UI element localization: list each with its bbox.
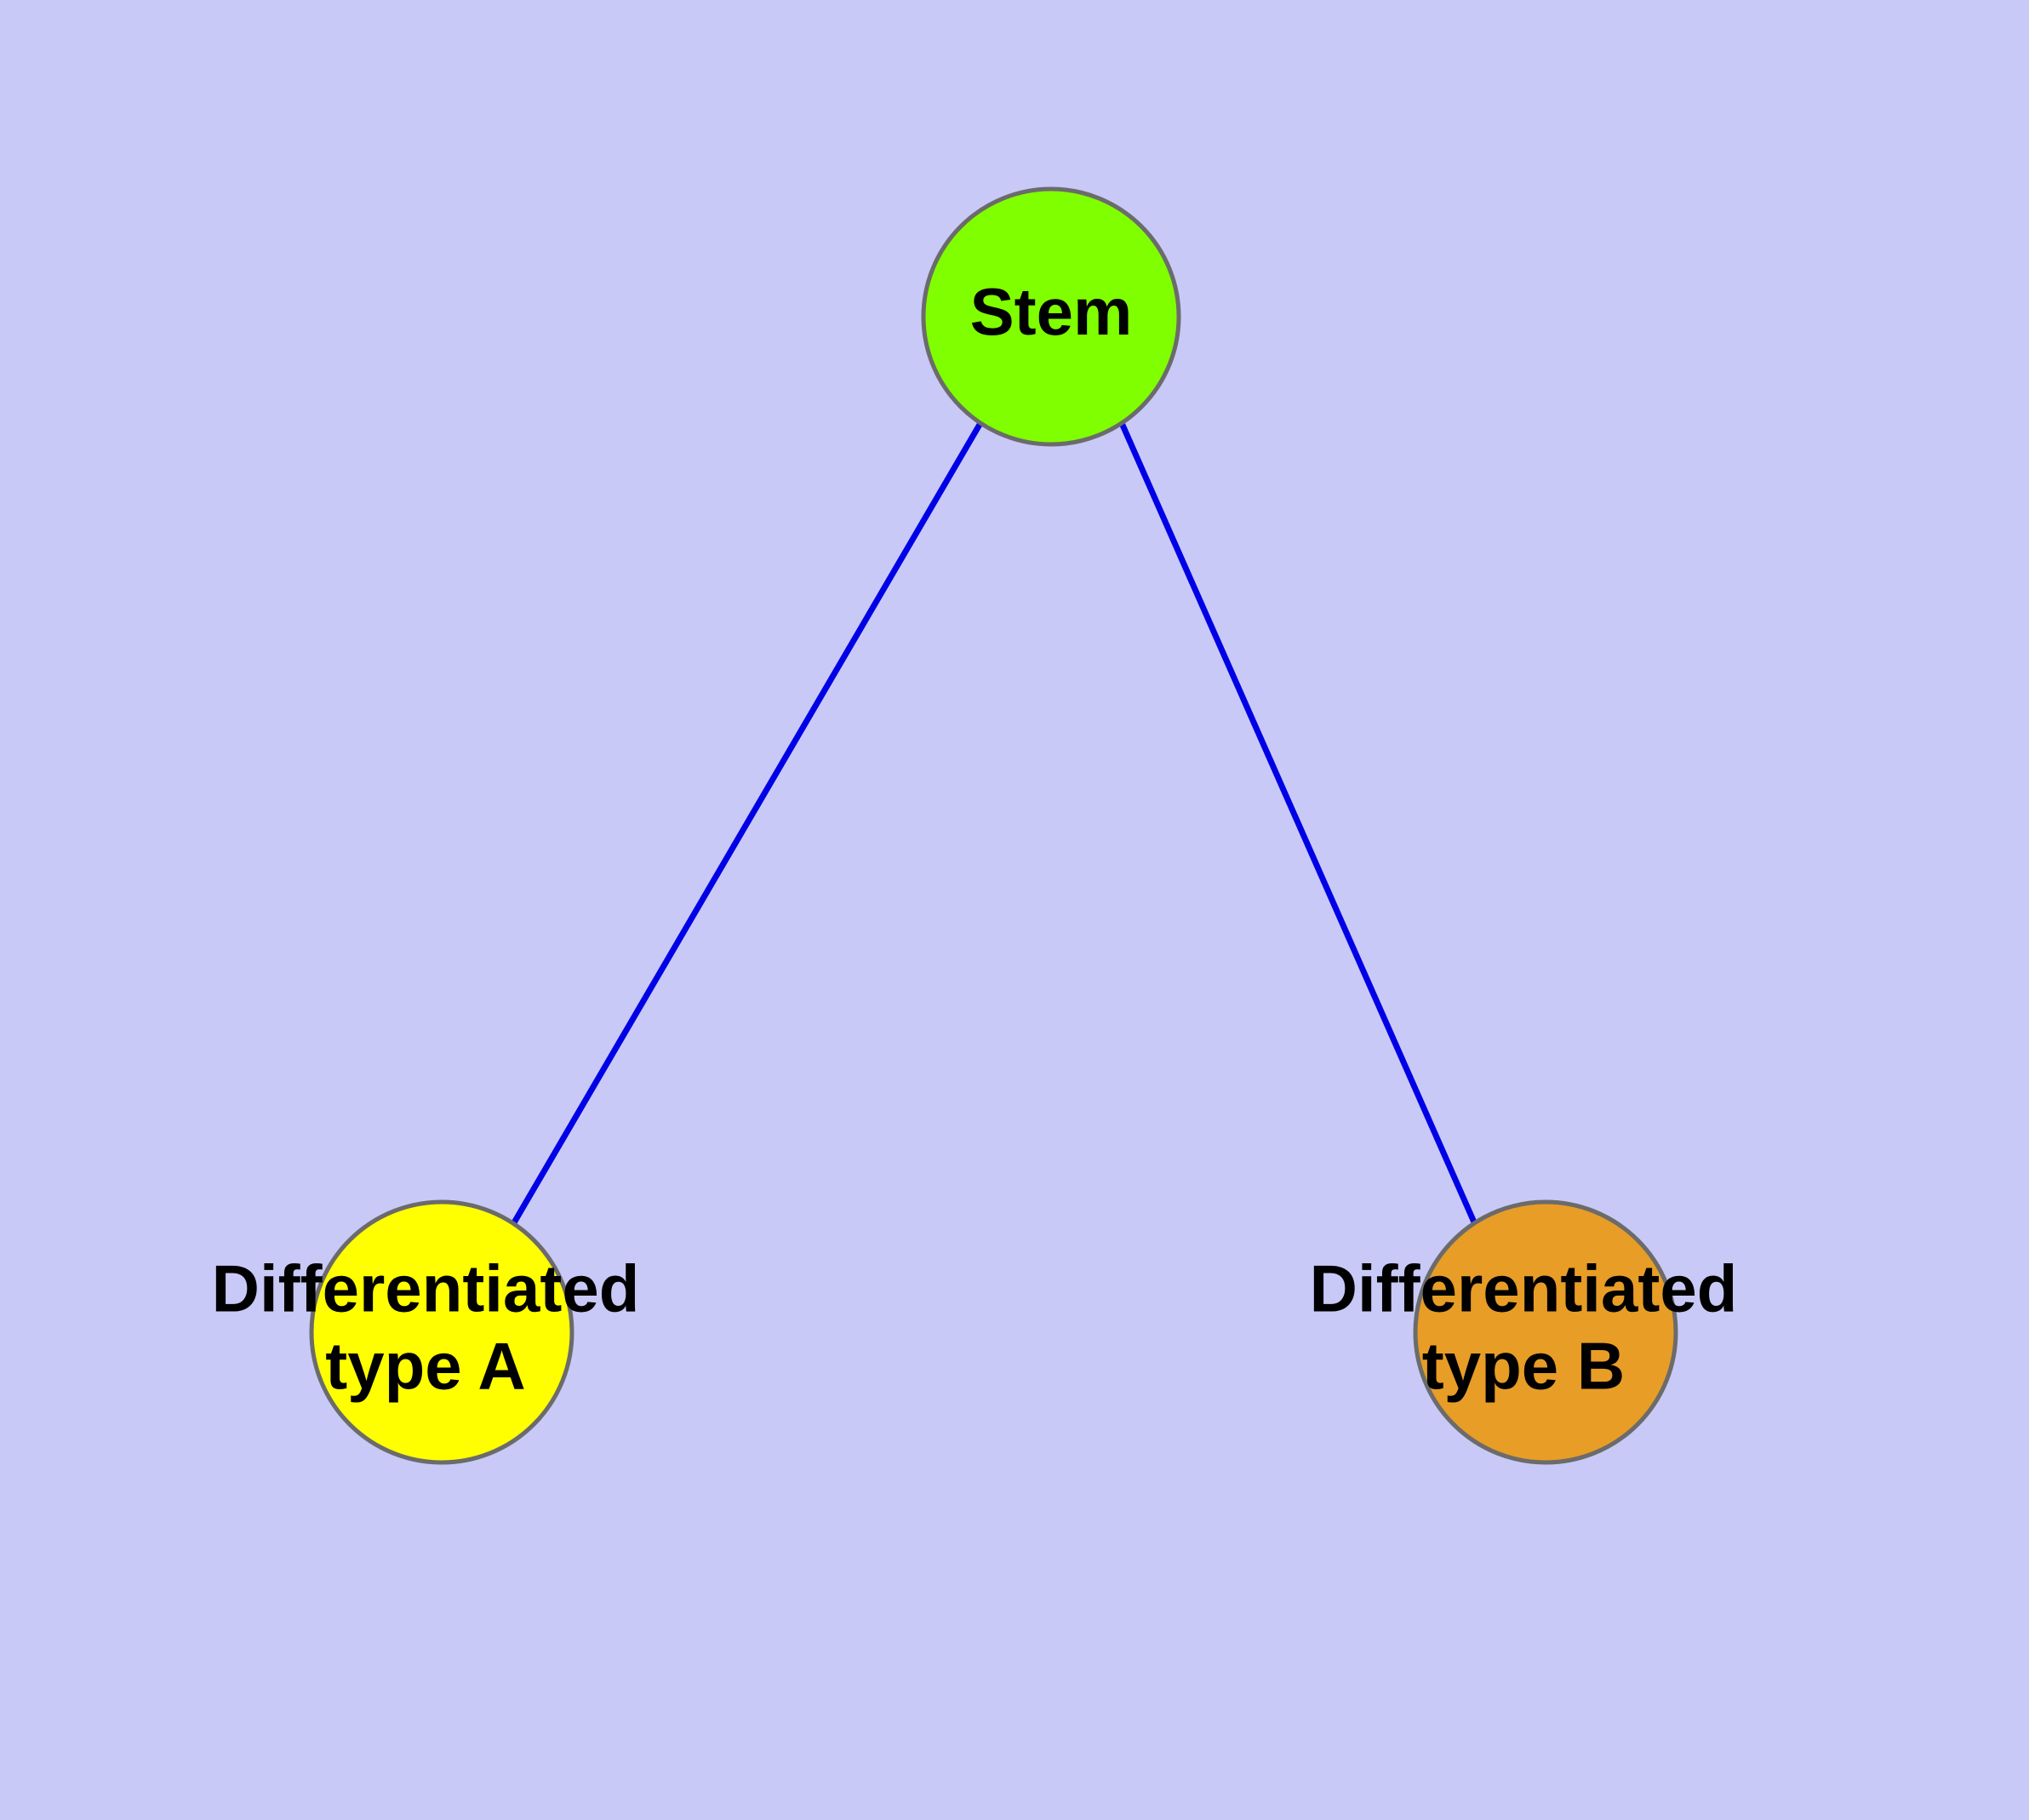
- node-label-stem: Stem: [970, 274, 1133, 349]
- node-label-line: type B: [1422, 1328, 1625, 1403]
- edge-stem-to-diff-a: [510, 421, 984, 1226]
- node-label-line: Differentiated: [212, 1251, 640, 1325]
- node-label-line: Differentiated: [1310, 1251, 1738, 1325]
- node-stem[interactable]: [921, 186, 1181, 447]
- edge-stem-to-diff-b: [1118, 421, 1478, 1226]
- node-label-line: type A: [325, 1328, 526, 1403]
- edge-layer: [510, 421, 1478, 1226]
- node-layer: [309, 186, 1678, 1465]
- node-diff-a[interactable]: [309, 1199, 574, 1465]
- node-label-line: Stem: [970, 274, 1133, 349]
- node-diff-b[interactable]: [1413, 1199, 1678, 1465]
